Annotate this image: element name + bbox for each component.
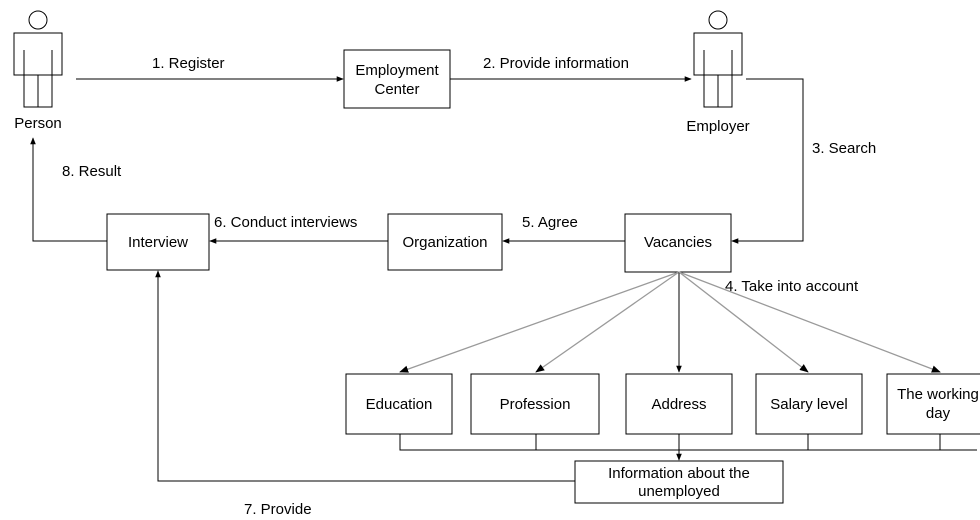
result-arrow bbox=[30, 137, 107, 242]
step-search-label: 3. Search bbox=[812, 140, 876, 157]
profession-box: Profession bbox=[470, 373, 600, 435]
working-day-box: The working day bbox=[886, 373, 980, 435]
interview-box: Interview bbox=[106, 213, 210, 271]
address-box: Address bbox=[625, 373, 733, 435]
organization-box: Organization bbox=[387, 213, 503, 271]
criteria-merge-lines bbox=[399, 434, 977, 461]
employment-center-label-line2: Center bbox=[374, 81, 419, 98]
working-day-label-line2: day bbox=[926, 405, 951, 422]
unemployed-info-label-line1: Information about the bbox=[608, 465, 750, 482]
step-conduct-interviews-label: 6. Conduct interviews bbox=[214, 214, 357, 231]
step-provide-information-label: 2. Provide information bbox=[483, 55, 629, 72]
step-result-label: 8. Result bbox=[62, 163, 122, 180]
step-register-label: 1. Register bbox=[152, 55, 225, 72]
interview-label: Interview bbox=[128, 234, 188, 251]
person-label: Person bbox=[14, 115, 62, 132]
employment-center-label-line1: Employment bbox=[355, 62, 439, 79]
employment-center-box: Employment Center bbox=[343, 49, 451, 109]
vacancies-label: Vacancies bbox=[644, 234, 712, 251]
profession-label: Profession bbox=[500, 396, 571, 413]
salary-level-label: Salary level bbox=[770, 396, 848, 413]
working-day-label-line1: The working bbox=[897, 386, 979, 403]
unemployed-info-label-line2: unemployed bbox=[638, 483, 720, 500]
step-take-into-account-label: 4. Take into account bbox=[725, 278, 859, 295]
step-agree-label: 5. Agree bbox=[522, 214, 578, 231]
take-into-account-arrows bbox=[399, 271, 941, 373]
employer-actor-icon bbox=[693, 10, 743, 108]
organization-label: Organization bbox=[402, 234, 487, 251]
vacancies-box: Vacancies bbox=[624, 213, 732, 273]
search-arrow bbox=[731, 78, 804, 244]
employer-label: Employer bbox=[686, 118, 749, 135]
person-actor-icon bbox=[13, 10, 63, 108]
salary-level-box: Salary level bbox=[755, 373, 863, 435]
step-provide-label: 7. Provide bbox=[244, 501, 312, 518]
unemployed-info-box: Information about the unemployed bbox=[574, 460, 784, 504]
education-label: Education bbox=[366, 396, 433, 413]
provide-arrow bbox=[155, 270, 575, 482]
address-label: Address bbox=[651, 396, 706, 413]
education-box: Education bbox=[345, 373, 453, 435]
